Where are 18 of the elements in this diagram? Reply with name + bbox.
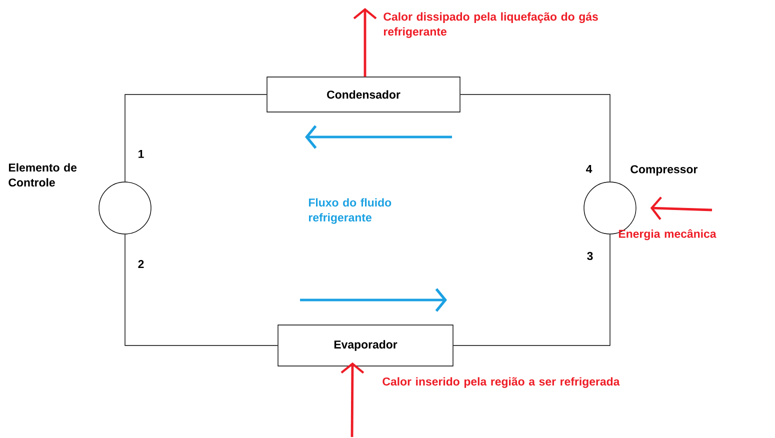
point-number: 3 [587, 252, 593, 260]
arrow [353, 8, 377, 77]
point-number: 2 [138, 260, 144, 268]
arrow [340, 362, 364, 437]
node-label: Elemento de Controle [8, 163, 77, 187]
pipe-line [453, 234, 610, 346]
process-box: Condensador [266, 76, 460, 112]
node-label: Compressor [630, 165, 698, 176]
annotation-text: Calor dissipado pela liquefação do gás refrigerante [384, 12, 598, 38]
annotation-text: Energia mecânica [618, 229, 716, 240]
point-number: 1 [138, 150, 144, 158]
pipe-line [124, 94, 267, 182]
annotation-text: Calor inserido pela região a ser refrigerada [382, 377, 620, 388]
pipe-line [460, 94, 610, 182]
annotation-text: Fluxo do fluido refrigerante [308, 198, 392, 224]
pipe-line [124, 234, 278, 346]
process-box: Evaporador [278, 324, 454, 366]
arrow [650, 196, 712, 220]
